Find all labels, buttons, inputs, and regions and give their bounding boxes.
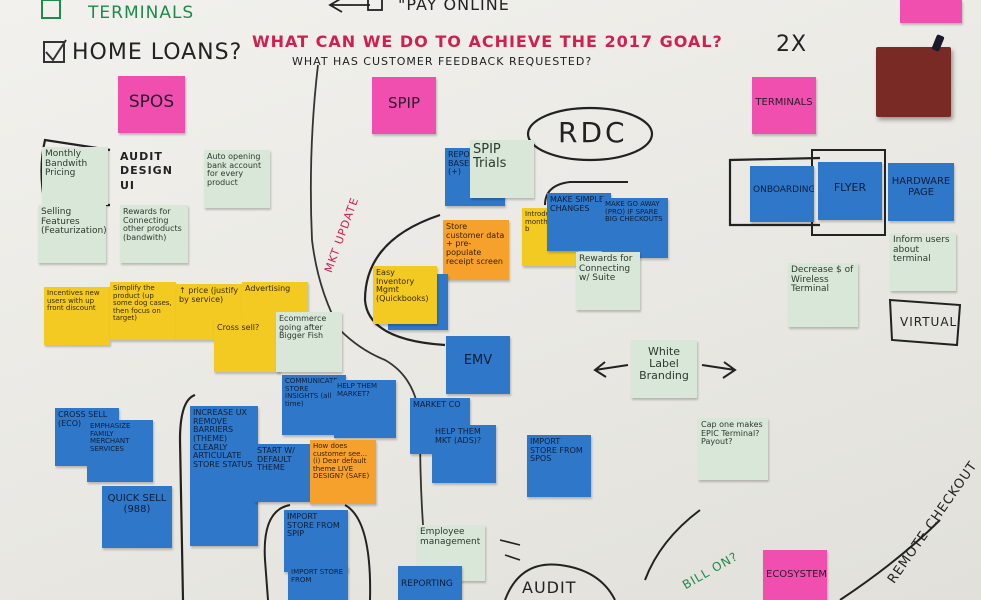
note-easy-inventory[interactable]: Easy Inventory Mgmt (Quickbooks) [373, 266, 437, 324]
note-simplify-product[interactable]: Simplify the product (up some dog cases,… [110, 282, 176, 340]
note-rewards-connecting[interactable]: Rewards for Connecting other products (b… [120, 205, 188, 263]
note-how-does-customer[interactable]: How does customer see... (i) Dear defaul… [310, 440, 376, 504]
heading-pay-online: "PAY ONLINE [398, 0, 510, 14]
note-incentives[interactable]: Incentives new users with up front disco… [44, 287, 110, 345]
note-store-customer-data[interactable]: Store customer data + pre-populate recei… [443, 220, 509, 280]
heading-main-question: WHAT CAN WE DO TO ACHIEVE THE 2017 GOAL? [252, 32, 723, 51]
note-top-right-pink[interactable] [900, 0, 962, 23]
note-import-spos[interactable]: IMPORT STORE FROM SPOS [527, 435, 591, 497]
heading-mkt-update: MKT UPDATE [322, 195, 362, 275]
note-emphasize[interactable]: EMPHASIZE FAMILY MERCHANT SERVICES [87, 420, 153, 482]
heading-home-loans: HOME LOANS? [72, 40, 243, 65]
arrow-right [701, 361, 737, 379]
note-spip-trials[interactable]: SPIP Trials [470, 140, 534, 198]
check-mark-home-loans [45, 39, 67, 62]
note-reporting[interactable]: REPORTING [398, 566, 462, 600]
check-box-home-loans [43, 41, 65, 63]
note-quick-sell[interactable]: QUICK SELL (988) [102, 486, 172, 548]
marker-holder-object [876, 47, 951, 117]
note-onboarding[interactable]: ONBOARDING [750, 166, 814, 222]
note-ecosystem[interactable]: ECOSYSTEM [763, 550, 827, 600]
heading-audit-design: AUDIT DESIGN UI [120, 150, 173, 192]
heading-virtual: VIRTUAL [900, 315, 958, 329]
note-emv[interactable]: EMV [446, 336, 510, 394]
heading-audit-bottom: AUDIT [522, 578, 577, 597]
note-help-them-mkt[interactable]: HELP THEM MKT (ADS)? [432, 425, 496, 483]
note-import-store-from[interactable]: IMPORT STORE FROM [288, 566, 348, 600]
heading-multiplier: 2X [776, 32, 808, 57]
note-flyer[interactable]: FLYER [818, 162, 882, 220]
note-help-them-market[interactable]: HELP THEM MARKET? [334, 380, 396, 438]
note-rewards-suite[interactable]: Rewards for Connecting w/ Suite [576, 252, 640, 310]
note-start-default-theme[interactable]: START W/ DEFAULT THEME [254, 444, 312, 502]
note-increase-ux[interactable]: INCREASE UX REMOVE BARRIERS (THEME) CLEA… [190, 406, 258, 546]
note-spip[interactable]: SPIP [372, 77, 436, 134]
heading-sub-question: WHAT HAS CUSTOMER FEEDBACK REQUESTED? [292, 55, 593, 68]
note-inform-users[interactable]: Inform users about terminal [890, 233, 956, 291]
note-import-spip[interactable]: IMPORT STORE FROM SPIP [284, 510, 348, 572]
heading-rdc: RDC [558, 116, 628, 149]
note-monthly-bandwidth[interactable]: Monthly Bandwith Pricing [42, 147, 108, 205]
check-box-pay-online [367, 0, 383, 11]
line-cap-one [644, 509, 701, 581]
note-spos[interactable]: SPOS [118, 76, 185, 133]
note-hardware-page[interactable]: HARDWARE PAGE [888, 163, 954, 221]
note-make-go-away[interactable]: MAKE GO AWAY (PRO) IF SPARE BIG CHECKOUT… [602, 198, 668, 258]
note-selling-features[interactable]: Selling Features (Featurization) [38, 205, 106, 263]
heading-terminals-check: TERMINALS [88, 3, 195, 23]
note-white-label[interactable]: White Label Branding [631, 340, 697, 398]
squiggle-employee [499, 539, 521, 561]
note-auto-opening[interactable]: Auto opening bank account for every prod… [204, 150, 270, 208]
heading-green-bottom: BILL ON? [680, 549, 741, 593]
note-ecommerce[interactable]: Ecommerce going after Bigger Fish [276, 312, 342, 372]
note-terminals[interactable]: TERMINALS [752, 77, 816, 134]
arrow-pay-online [328, 0, 370, 13]
note-make-simple[interactable]: MAKE SIMPLE CHANGES [547, 193, 611, 251]
note-cross-sell-yellow[interactable]: Cross sell? [214, 318, 280, 372]
heading-remote-checkout: REMOTE CHECKOUT [885, 458, 981, 587]
note-decrease-terminal[interactable]: Decrease $ of Wireless Terminal [788, 263, 858, 327]
arrow-left [593, 361, 629, 378]
bracket-import-right [344, 504, 372, 600]
check-box-terminals [41, 0, 61, 19]
note-cap-one[interactable]: Cap one makes EPIC Terminal? Payout? [698, 418, 768, 480]
divider-left [309, 64, 341, 331]
